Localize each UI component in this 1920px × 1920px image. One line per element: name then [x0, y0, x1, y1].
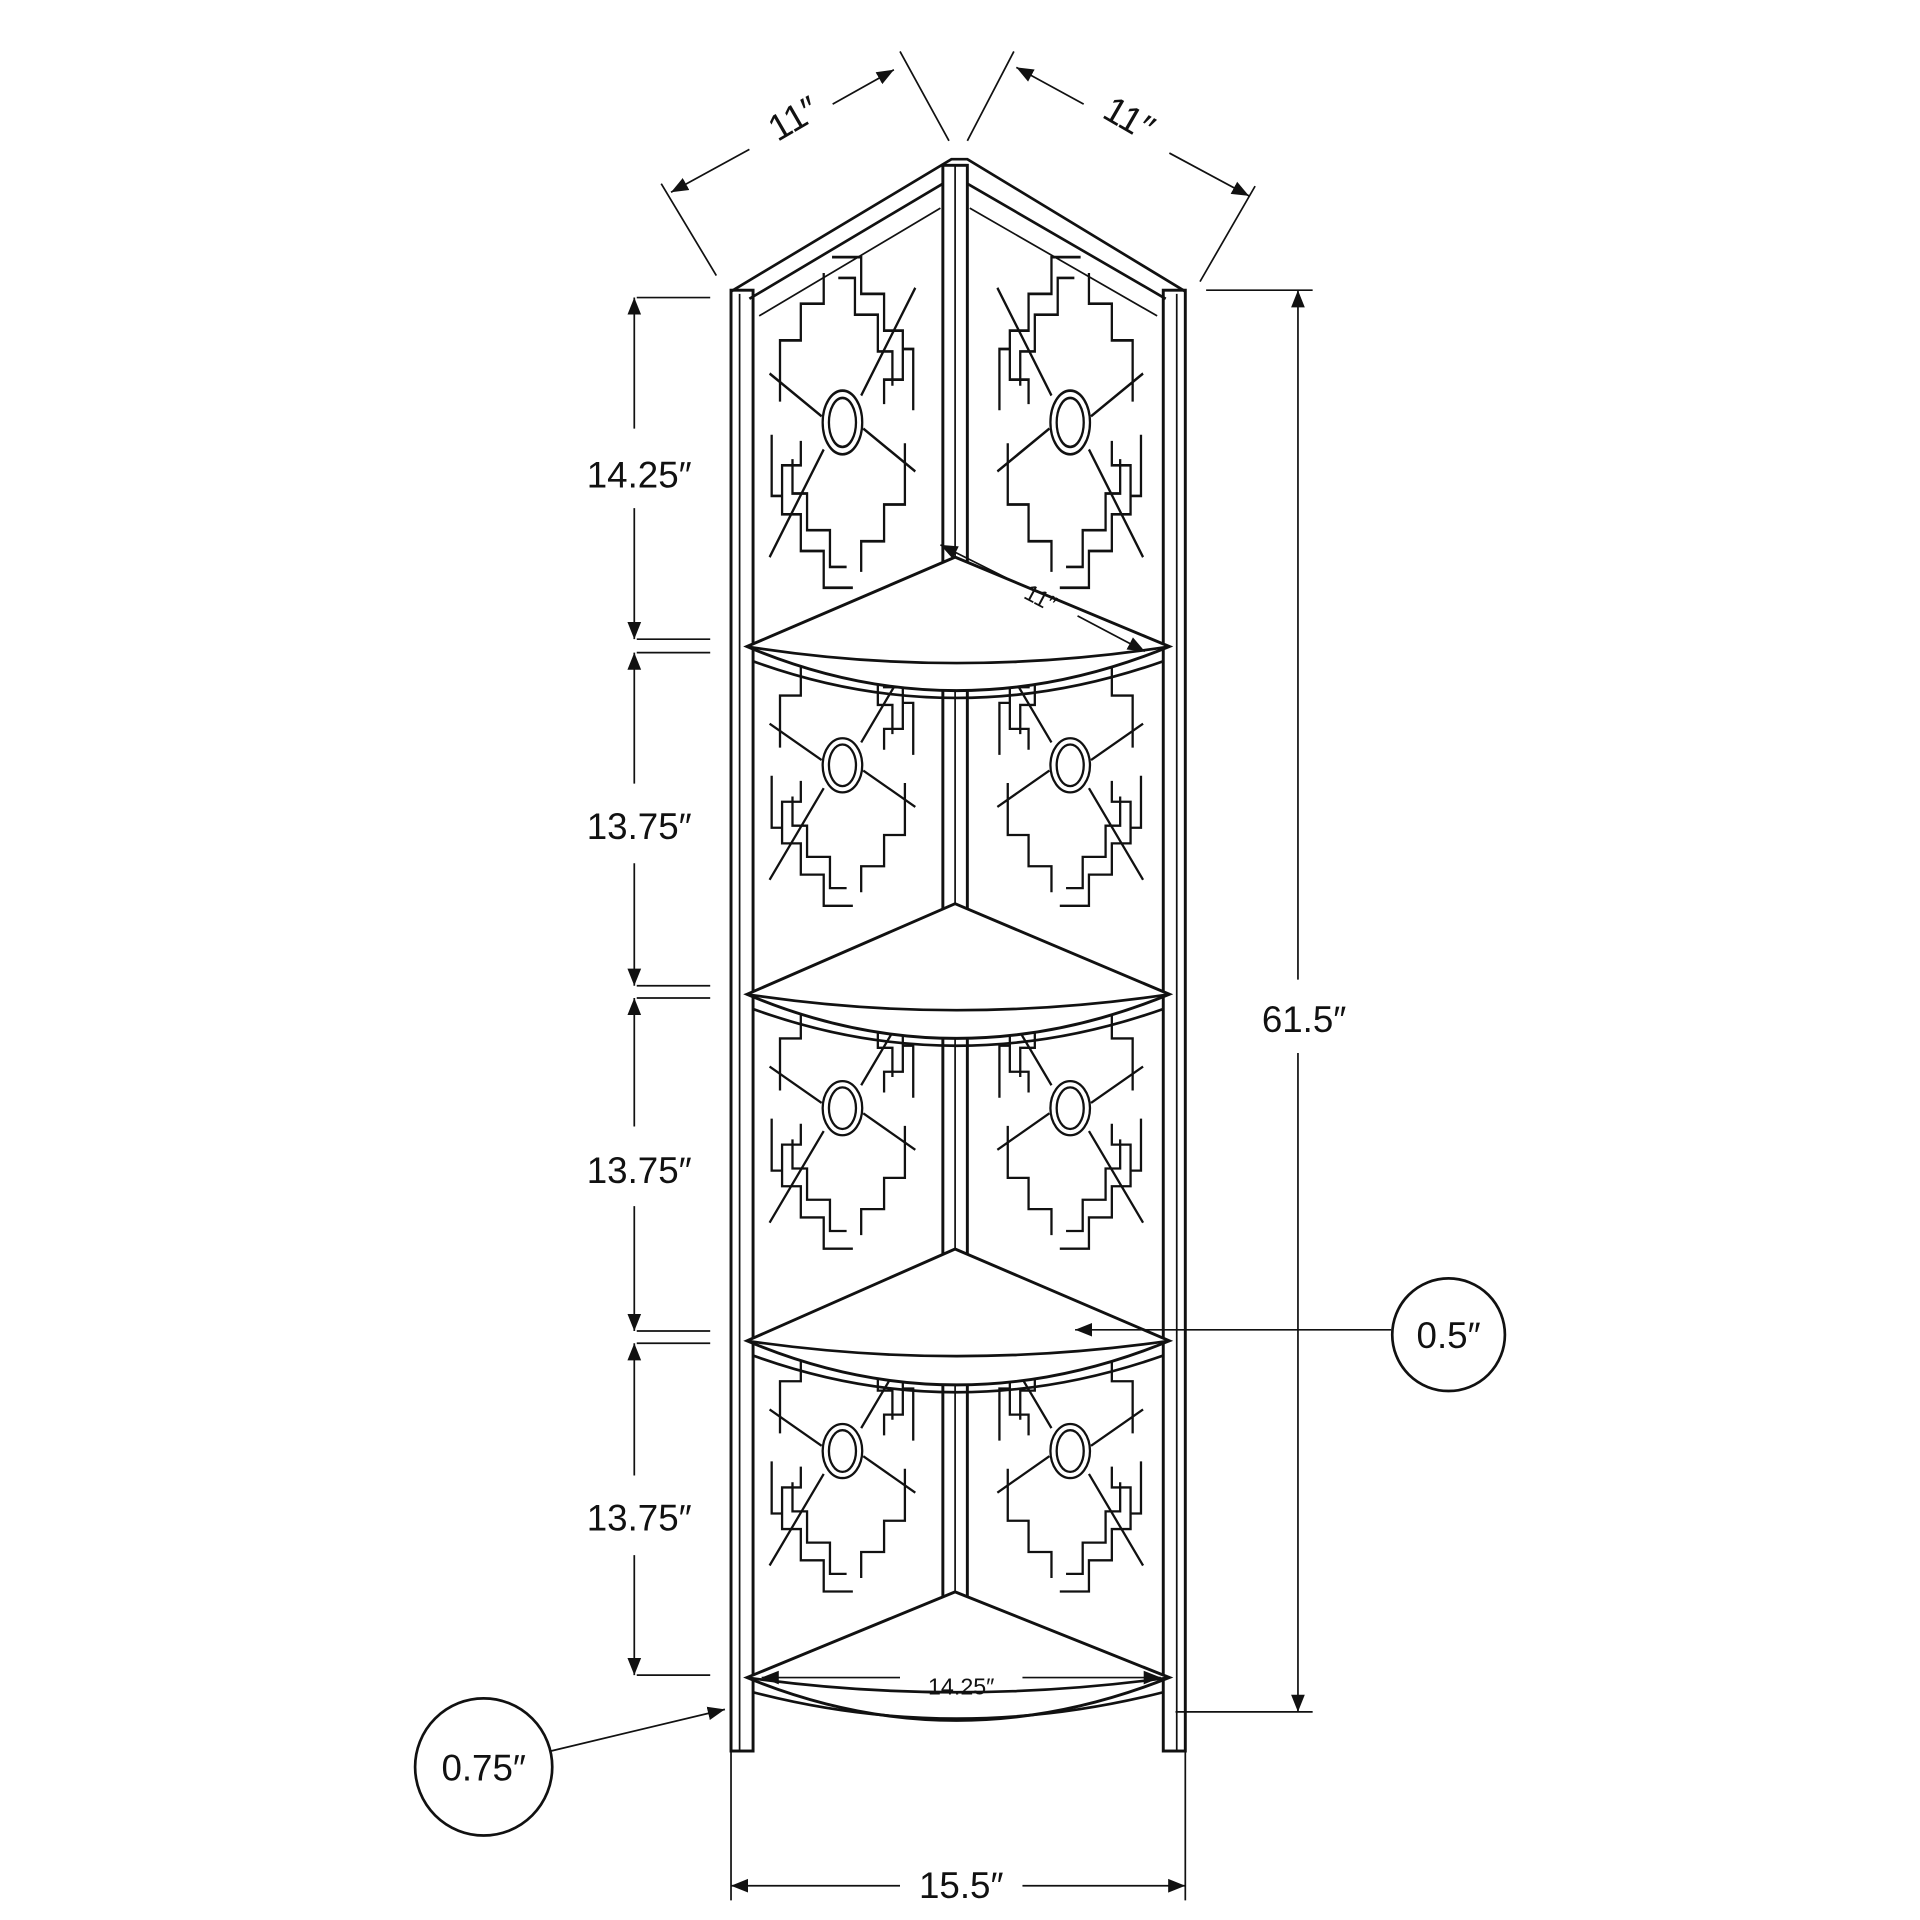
section-1-height-label: 14.25″ — [587, 454, 692, 495]
section-2-height-label: 13.75″ — [587, 806, 692, 847]
left-post — [729, 288, 755, 1753]
total-height-dimension — [1175, 289, 1313, 1713]
top-right-depth-label: 11″ — [1097, 88, 1162, 149]
shelf-depth-dimension — [940, 544, 1146, 653]
leg-thickness-label: 0.75″ — [441, 1747, 525, 1788]
shelves — [743, 555, 1174, 1722]
section-3-height-label: 13.75″ — [587, 1150, 692, 1191]
top-left-depth-dimension — [660, 51, 950, 276]
shelf-4 — [743, 1590, 1174, 1722]
top-rails — [730, 157, 1187, 317]
section-4-height-label: 13.75″ — [587, 1498, 692, 1539]
top-right-depth-dimension — [966, 51, 1256, 283]
total-width-dimension — [730, 1738, 1187, 1901]
shelf-3 — [743, 1247, 1174, 1394]
shelf-front-width-label: 14.25″ — [928, 1674, 994, 1700]
total-height-label: 61.5″ — [1262, 999, 1346, 1040]
top-left-depth-label: 11″ — [761, 88, 826, 149]
shelf-1 — [743, 555, 1174, 700]
leg-thickness-callout — [413, 1697, 726, 1837]
shelf-2 — [743, 902, 1174, 1047]
section-dimension-lines — [627, 296, 711, 1676]
shelf-thickness-callout — [1075, 1277, 1507, 1393]
right-post — [1161, 288, 1187, 1753]
shelf-thickness-label: 0.5″ — [1417, 1315, 1481, 1356]
total-width-label: 15.5″ — [919, 1865, 1003, 1906]
